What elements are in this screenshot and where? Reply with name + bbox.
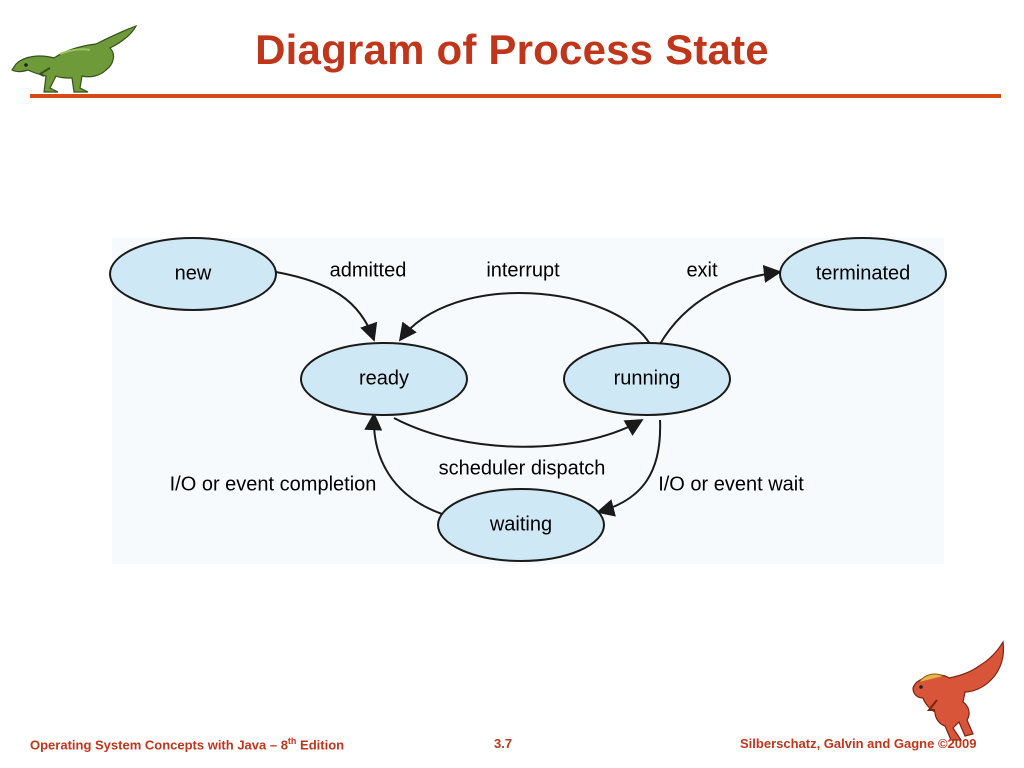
state-new: new — [109, 237, 277, 311]
state-ready: ready — [300, 342, 468, 416]
red-dinosaur-icon — [912, 640, 1005, 741]
edge-admitted — [275, 271, 378, 342]
state-waiting: waiting — [437, 488, 605, 562]
footer-book-title-sup: th — [287, 736, 297, 746]
state-running: running — [563, 342, 731, 416]
state-terminated-label: terminated — [816, 262, 911, 284]
label-scheduler-dispatch: scheduler dispatch — [439, 457, 606, 479]
state-waiting-label: waiting — [489, 513, 552, 535]
label-io-event-wait: I/O or event wait — [658, 473, 804, 495]
edge-scheduler-dispatch — [393, 417, 644, 448]
label-io-event-completion: I/O or event completion — [170, 473, 377, 495]
label-admitted: admitted — [330, 259, 407, 281]
state-running-label: running — [614, 367, 681, 389]
edge-interrupt — [398, 292, 651, 345]
footer-page-number: 3.7 — [494, 736, 513, 751]
state-ready-label: ready — [359, 367, 409, 389]
edge-io-event-wait — [596, 419, 662, 517]
edge-exit — [659, 264, 782, 345]
label-interrupt: interrupt — [486, 259, 560, 281]
green-dinosaur-icon — [11, 24, 138, 93]
footer-book-title-prefix: Operating System Concepts with Java – 8 — [30, 737, 288, 753]
state-terminated: terminated — [779, 237, 947, 311]
footer-book-title: Operating System Concepts with Java – 8t… — [30, 736, 344, 752]
state-new-label: new — [175, 262, 212, 284]
slide-footer: Operating System Concepts with Java – 8t… — [0, 728, 1024, 768]
footer-book-title-suffix: Edition — [296, 737, 345, 753]
title-underline — [30, 94, 1001, 98]
footer-authors: Silberschatz, Galvin and Gagne ©2009 — [740, 736, 977, 751]
edge-io-event-completion — [364, 412, 443, 515]
label-exit: exit — [686, 259, 718, 281]
slide-title: Diagram of Process State — [255, 26, 769, 73]
